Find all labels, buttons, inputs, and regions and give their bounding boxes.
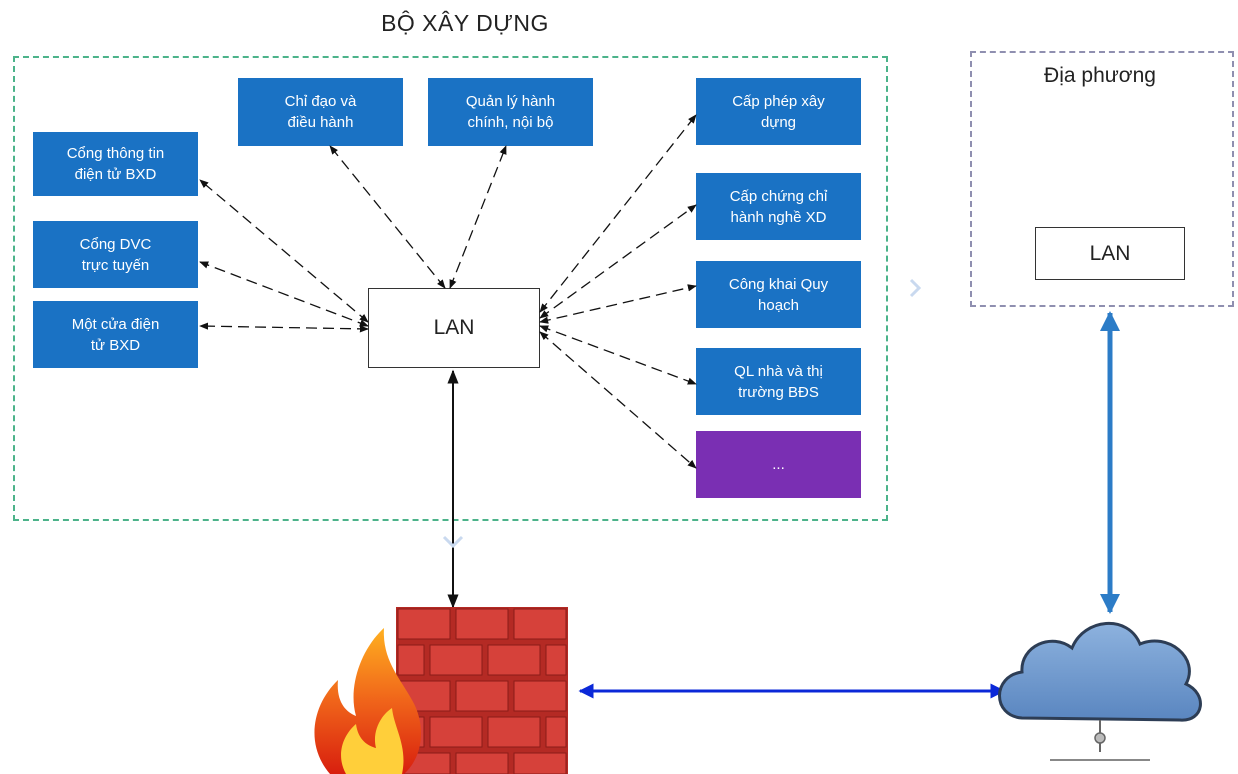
system-box-housing-real-estate[interactable]: QL nhà và thị trường BĐS xyxy=(696,348,861,415)
link-lan-portal xyxy=(199,179,369,323)
system-box-construction-permit[interactable]: Cấp phép xây dựng xyxy=(696,78,861,145)
faint-arrow-down xyxy=(442,535,464,549)
link-lan-housing xyxy=(539,325,697,385)
local-boundary xyxy=(970,51,1234,307)
link-lan-planning-disclosure xyxy=(539,284,697,324)
dashed-links xyxy=(199,114,697,469)
system-box-portal[interactable]: Cổng thông tin điện tử BXD xyxy=(33,132,198,196)
local-lan-box[interactable]: LAN xyxy=(1035,227,1185,280)
firewall-icon xyxy=(314,607,568,774)
link-lan-practice-certificate xyxy=(539,204,697,319)
ministry-title: BỘ XÂY DỰNG xyxy=(381,10,549,36)
cloud-network-icon xyxy=(998,621,1202,761)
faint-arrow-right xyxy=(909,278,922,298)
system-box-practice-certificate[interactable]: Cấp chứng chỉ hành nghề XD xyxy=(696,173,861,240)
system-box-public-service[interactable]: Cổng DVC trực tuyến xyxy=(33,221,198,288)
system-box-more[interactable]: ... xyxy=(696,431,861,498)
link-lan-more xyxy=(539,331,697,469)
ministry-lan-box[interactable]: LAN xyxy=(368,288,540,368)
link-lan-construction-permit xyxy=(539,114,697,313)
link-lan-direction xyxy=(329,145,446,289)
system-box-one-stop[interactable]: Một cửa điện tử BXD xyxy=(33,301,198,368)
system-box-planning-disclosure[interactable]: Công khai Quy hoạch xyxy=(696,261,861,328)
local-title: Địa phương xyxy=(1044,64,1156,87)
link-lan-one-stop xyxy=(199,322,369,333)
system-box-direction[interactable]: Chỉ đạo và điều hành xyxy=(238,78,403,146)
link-lan-public-service xyxy=(199,261,369,327)
link-lan-administration xyxy=(449,145,507,289)
